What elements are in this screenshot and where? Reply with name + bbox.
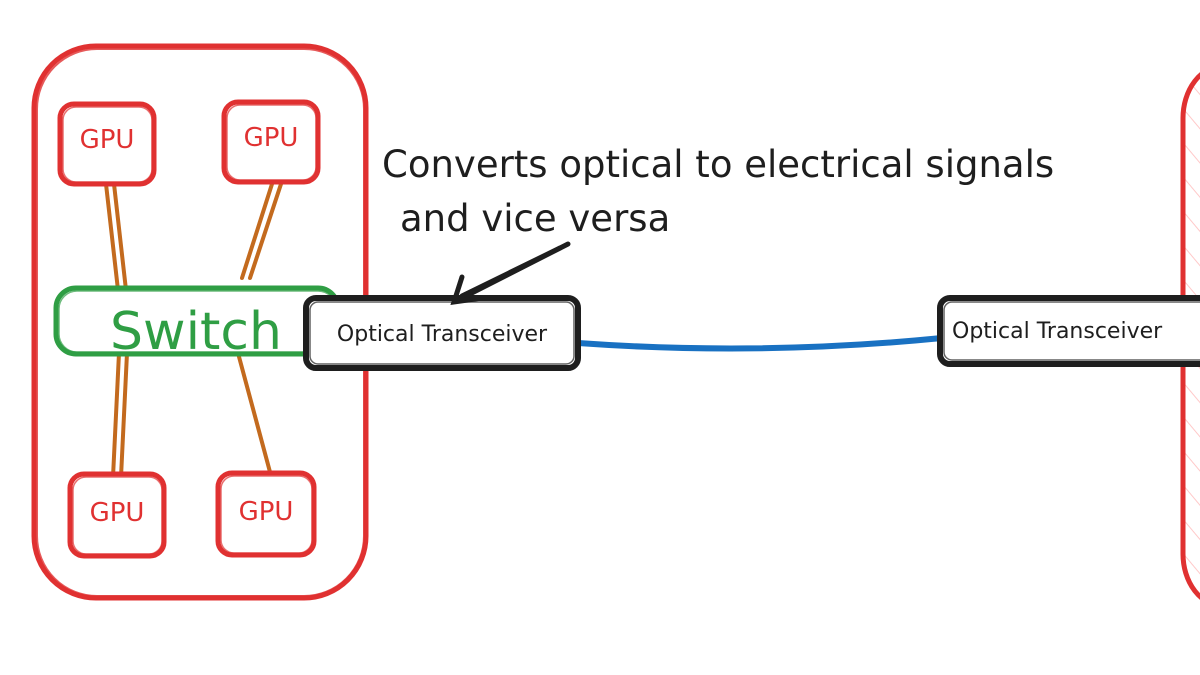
link-gpu-top-right-a xyxy=(240,182,274,280)
annotation-line-2: and vice versa xyxy=(400,197,670,240)
optical-transceiver-right: Optical Transceiver xyxy=(937,295,1200,367)
link-gpu-bottom-left-a xyxy=(111,351,121,479)
transceiver-label: Optical Transceiver xyxy=(952,319,1163,344)
gpu-label: GPU xyxy=(239,497,294,527)
gpu-top-right: GPU xyxy=(221,99,321,185)
transceiver-label: Optical Transceiver xyxy=(337,322,548,347)
gpu-label: GPU xyxy=(244,123,299,153)
annotation-arrow xyxy=(450,241,571,306)
gpu-links xyxy=(104,182,283,479)
gpu-bottom-right: GPU xyxy=(215,470,317,558)
link-gpu-bottom-left-b xyxy=(119,351,129,479)
gpu-label: GPU xyxy=(90,498,145,528)
link-gpu-bottom-right xyxy=(236,351,272,474)
optical-transceiver-left: Optical Transceiver xyxy=(303,295,581,371)
fiber-link xyxy=(575,335,945,352)
gpu-top-left: GPU xyxy=(57,101,157,187)
link-gpu-top-left-b xyxy=(112,182,128,292)
switch: Switch xyxy=(53,285,341,362)
gpu-label: GPU xyxy=(80,125,135,155)
annotation-line-1: Converts optical to electrical signals xyxy=(382,143,1054,186)
link-gpu-top-left-a xyxy=(104,182,120,292)
link-gpu-top-right-b xyxy=(248,182,283,280)
gpu-bottom-left: GPU xyxy=(67,471,167,559)
switch-label: Switch xyxy=(110,302,282,362)
